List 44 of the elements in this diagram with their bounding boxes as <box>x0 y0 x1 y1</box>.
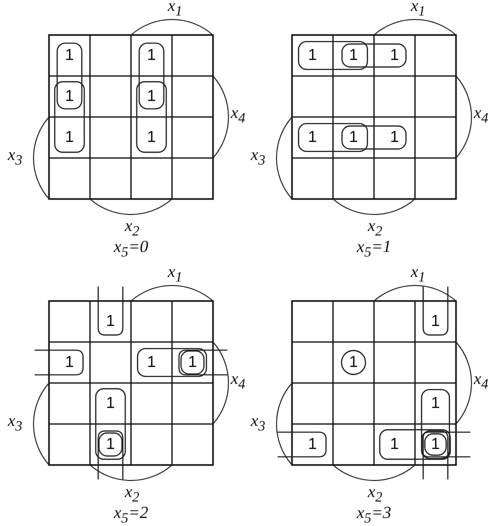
cell-value: 1 <box>65 130 74 146</box>
cell-value: 1 <box>188 354 197 370</box>
cell-value: 1 <box>390 436 399 452</box>
cell-value: 1 <box>65 48 74 64</box>
cell-value: 1 <box>308 436 317 452</box>
variable-label: x$_{3}$ <box>8 412 22 434</box>
map-caption: x$_{5}$=3 <box>356 504 392 526</box>
variable-label: x$_{1}$ <box>410 0 426 19</box>
cell-value: 1 <box>65 354 74 370</box>
variable-label: x$_{3}$ <box>250 412 266 434</box>
variable-label: x$_{3}$ <box>250 146 266 168</box>
cell-value: 1 <box>390 48 399 64</box>
cell-value: 1 <box>308 48 317 64</box>
cell-value: 1 <box>431 436 440 452</box>
cell-value: 1 <box>349 130 358 146</box>
map-caption: x$_{5}$=0 <box>114 238 148 260</box>
variable-label: x$_{4}$ <box>230 104 246 126</box>
cell-value: 1 <box>308 130 317 146</box>
variable-label: x$_{1}$ <box>168 263 182 285</box>
variable-label: x$_{2}$ <box>124 217 140 239</box>
cell-value: 1 <box>147 48 156 64</box>
variable-label: x$_{1}$ <box>410 263 426 285</box>
variable-label: x$_{4}$ <box>474 104 488 126</box>
variable-label: x$_{1}$ <box>168 0 182 19</box>
variable-label: x$_{2}$ <box>124 483 140 505</box>
cell-value: 1 <box>106 436 115 452</box>
cell-value: 1 <box>106 396 115 412</box>
cell-value: 1 <box>147 130 156 146</box>
variable-label: x$_{2}$ <box>368 483 382 505</box>
variable-label: x$_{4}$ <box>230 370 246 392</box>
variable-label: x$_{3}$ <box>8 146 22 168</box>
cell-value: 1 <box>349 354 358 370</box>
cell-value: 1 <box>349 48 358 64</box>
cell-value: 1 <box>147 88 156 104</box>
cell-value: 1 <box>390 130 399 146</box>
map-caption: x$_{5}$=2 <box>114 504 148 526</box>
map-caption: x$_{5}$=1 <box>356 238 392 260</box>
cell-value: 1 <box>65 88 74 104</box>
cell-value: 1 <box>431 396 440 412</box>
cell-value: 1 <box>106 314 115 330</box>
variable-label: x$_{2}$ <box>368 217 382 239</box>
variable-label: x$_{4}$ <box>474 370 488 392</box>
cell-value: 1 <box>431 314 440 330</box>
cell-value: 1 <box>147 354 156 370</box>
